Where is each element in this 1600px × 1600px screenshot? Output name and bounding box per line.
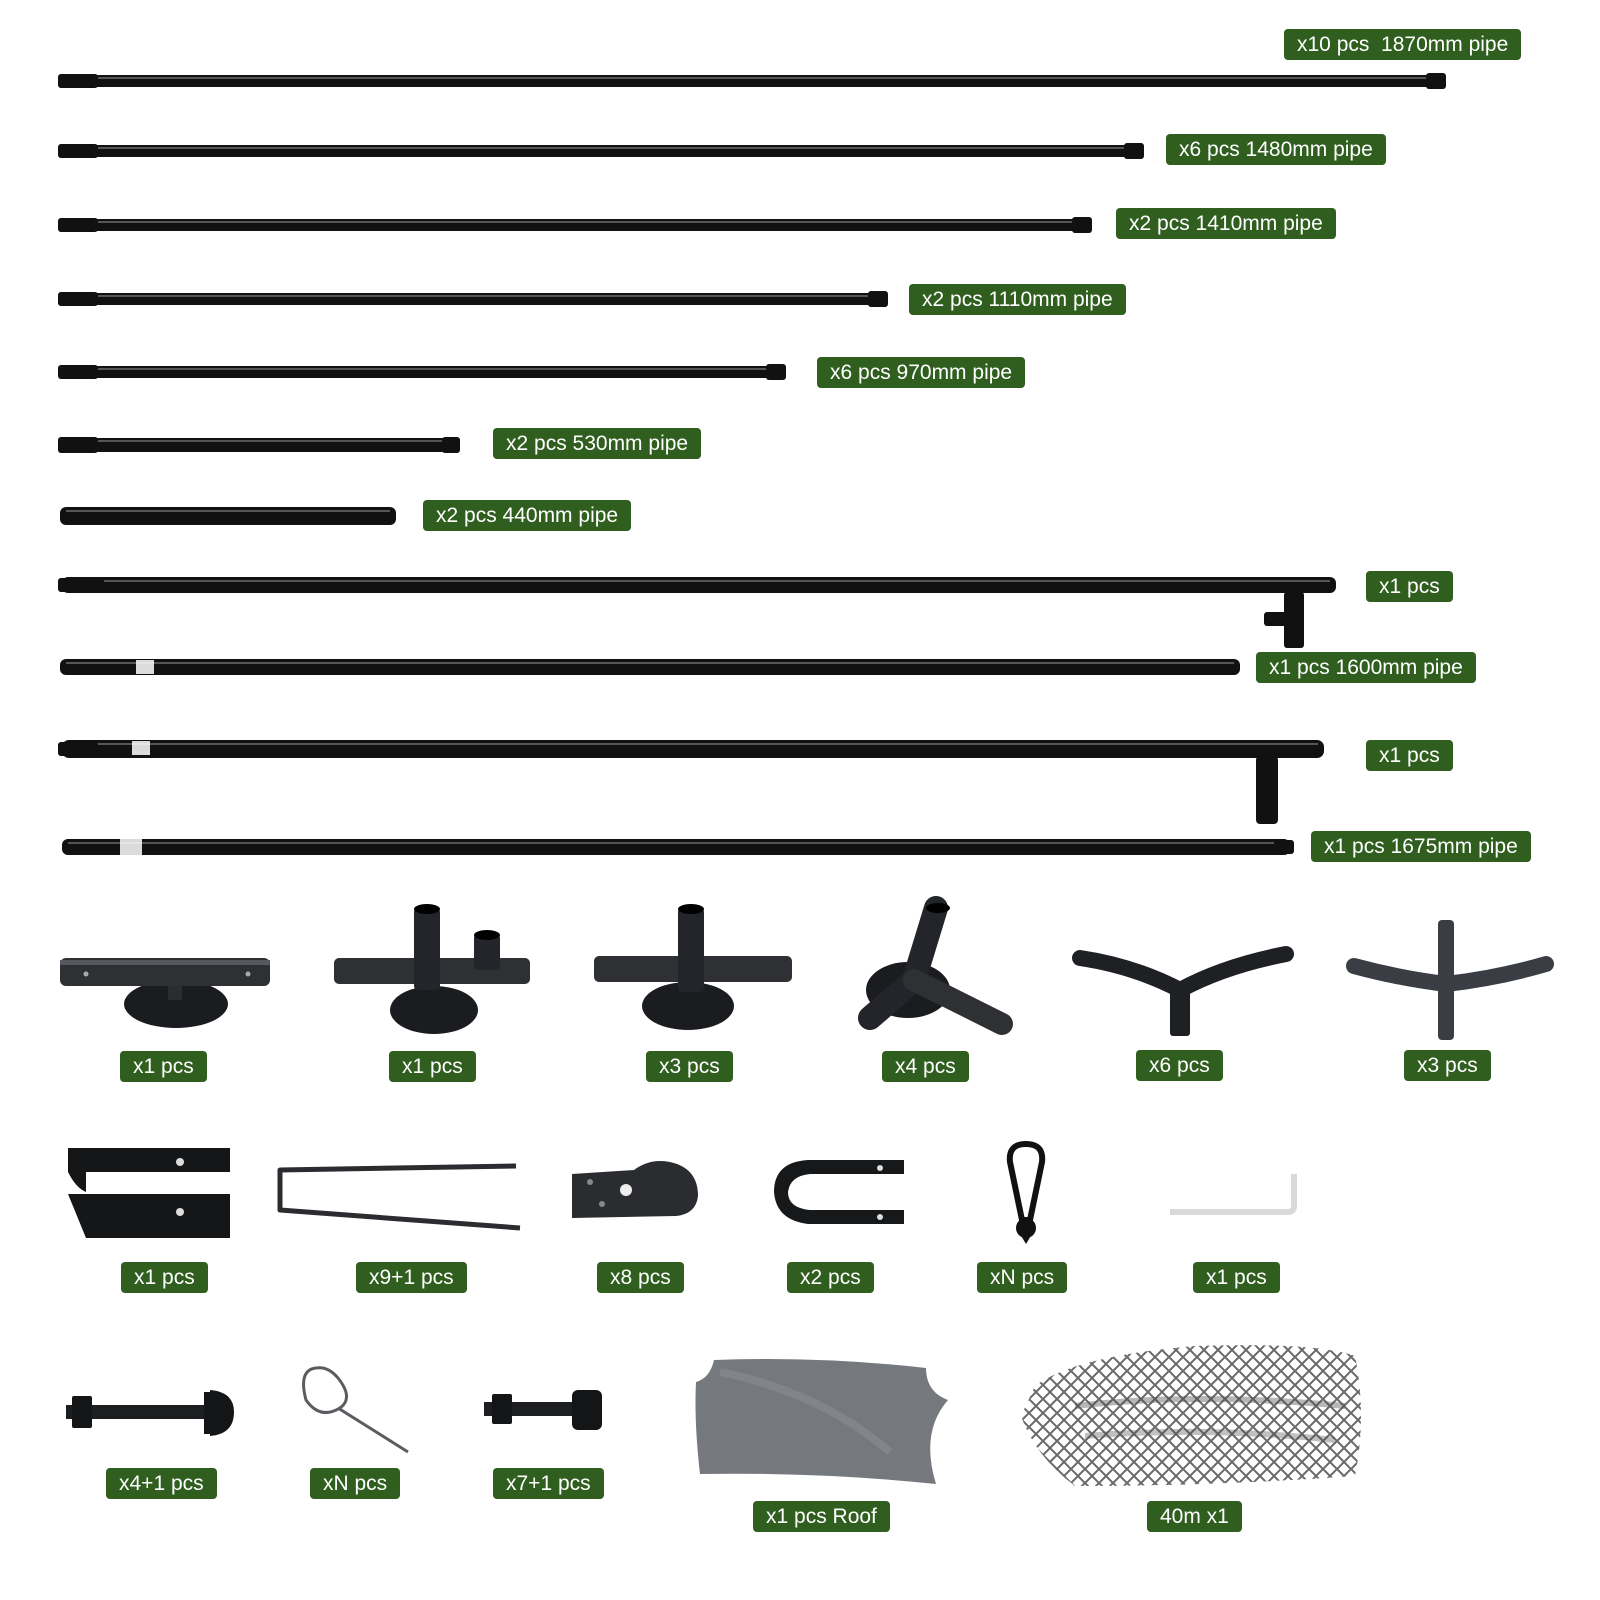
dome-head-bolt-icon xyxy=(66,1390,234,1436)
pipe-clamp-icon xyxy=(572,1161,698,1218)
pipe-1110mm-label: x2 pcs 1110mm pipe xyxy=(909,284,1126,315)
double-u-bracket-icon xyxy=(68,1148,230,1238)
pipe-970mm-icon xyxy=(58,364,786,380)
pipe-440mm-label: x2 pcs 440mm pipe xyxy=(423,500,632,531)
pipe-1410mm-icon xyxy=(58,217,1092,233)
net-hook-label: xN pcs xyxy=(977,1262,1068,1293)
fitting-y-label: x6 pcs xyxy=(1136,1050,1223,1081)
pipe-with-short-tee-label: x1 pcs xyxy=(1366,571,1453,602)
base-plate-tee-connector-icon xyxy=(594,904,792,1030)
pipe-with-long-tee-label: x1 pcs xyxy=(1366,740,1453,771)
pipe-530mm-label: x2 pcs 530mm pipe xyxy=(493,428,702,459)
pipe-1600mm-icon xyxy=(60,659,1240,675)
base-plate-corner-connector-icon xyxy=(858,896,1013,1035)
ground-stake-label: x9+1 pcs xyxy=(356,1262,467,1293)
net-hook-icon xyxy=(1006,1140,1046,1244)
pipe-530mm-icon xyxy=(58,437,460,453)
roof-sheet-label: x1 pcs Roof xyxy=(753,1501,890,1532)
pipe-1480mm-label: x6 pcs 1480mm pipe xyxy=(1166,134,1386,165)
pipe-440mm-icon xyxy=(60,507,396,525)
pipe-1110mm-icon xyxy=(58,291,888,307)
curved-y-connector-icon xyxy=(1072,946,1294,1036)
fitting-tee-label: x3 pcs xyxy=(646,1051,733,1082)
ground-stake-icon xyxy=(277,1163,521,1231)
pipe-1675mm-icon xyxy=(62,839,1294,855)
dome-head-bolt-label: x4+1 pcs xyxy=(106,1468,217,1499)
hex-key-label: x1 pcs xyxy=(1193,1262,1280,1293)
cable-tie-icon xyxy=(302,1366,409,1454)
net-roll-icon xyxy=(1021,1345,1361,1486)
net-roll-label: 40m x1 xyxy=(1147,1501,1242,1532)
pipe-1600mm-label: x1 pcs 1600mm pipe xyxy=(1256,652,1476,683)
hex-bolt-label: x7+1 pcs xyxy=(493,1468,604,1499)
hex-bolt-icon xyxy=(484,1390,602,1430)
cable-tie-label: xN pcs xyxy=(310,1468,401,1499)
fitting-cross-label: x3 pcs xyxy=(1404,1050,1491,1081)
pipe-1480mm-icon xyxy=(58,143,1144,159)
pipe-1870mm-label: x10 pcs 1870mm pipe xyxy=(1284,29,1522,60)
fitting-double-tee-label: x1 pcs xyxy=(389,1051,476,1082)
pipe-970mm-label: x6 pcs 970mm pipe xyxy=(817,357,1026,388)
pipe-clamp-label: x8 pcs xyxy=(597,1262,684,1293)
fitting-straight-label: x1 pcs xyxy=(120,1051,207,1082)
base-plate-straight-connector-icon xyxy=(60,958,270,1028)
pipe-with-long-tee-icon xyxy=(58,740,1324,824)
pipe-1410mm-label: x2 pcs 1410mm pipe xyxy=(1116,208,1336,239)
double-u-bracket-label: x1 pcs xyxy=(121,1262,208,1293)
base-plate-double-tee-connector-icon xyxy=(334,904,530,1034)
u-bracket-icon xyxy=(774,1160,904,1224)
u-bracket-label: x2 pcs xyxy=(787,1262,874,1293)
fitting-corner-label: x4 pcs xyxy=(882,1051,969,1082)
roof-sheet-icon xyxy=(695,1359,948,1484)
pipe-with-short-tee-icon xyxy=(58,577,1336,648)
pipe-1675mm-label: x1 pcs 1675mm pipe xyxy=(1311,831,1531,862)
hex-key-icon xyxy=(1170,1174,1297,1215)
curved-cross-connector-icon xyxy=(1346,920,1554,1040)
pipe-1870mm-icon xyxy=(58,73,1446,89)
